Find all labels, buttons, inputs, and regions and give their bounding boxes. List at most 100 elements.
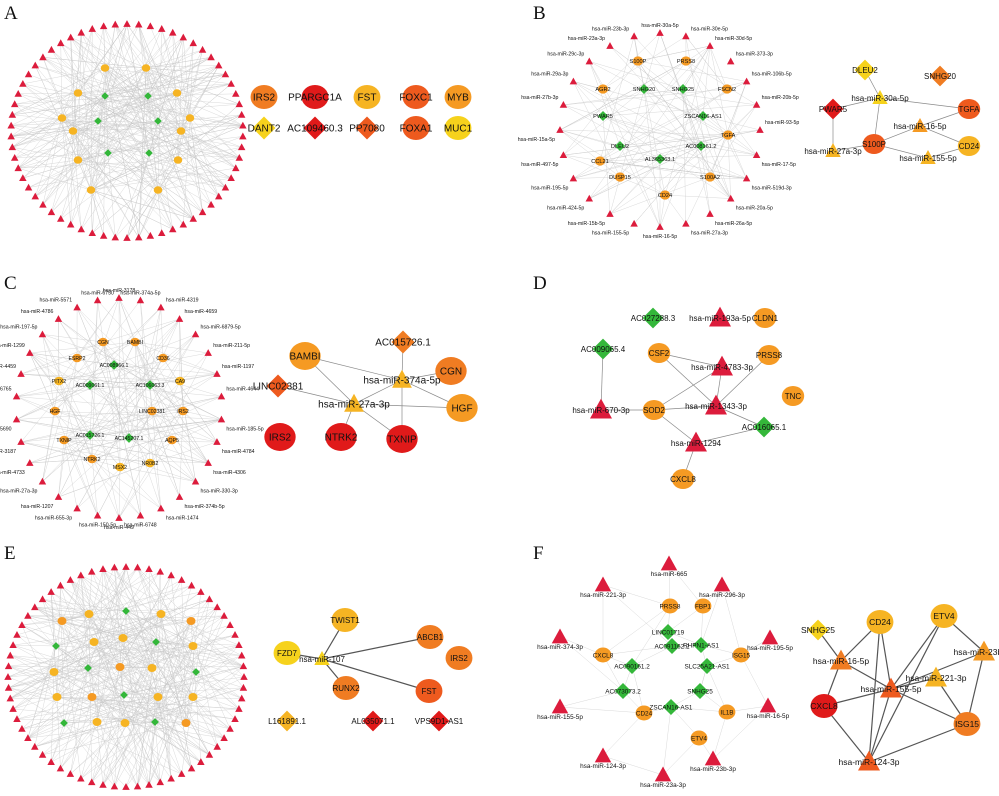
hairline-edge <box>34 645 57 747</box>
hairline-edge <box>145 32 173 69</box>
hairline-edge <box>56 585 61 698</box>
hairline-edge <box>107 114 242 154</box>
node-label-bambi: BAMBI <box>289 352 320 363</box>
hairline-edge <box>56 671 197 698</box>
node-label-ntrk2: NTRK2 <box>83 457 100 463</box>
node-triangle <box>19 174 27 182</box>
hairline-edge <box>637 45 711 62</box>
hairline-edge <box>709 81 747 178</box>
hairline-edge <box>609 134 729 215</box>
hairline-edge <box>563 88 728 106</box>
node-triangle-hsa-mir-1294 <box>685 431 707 452</box>
node-triangle-hsa-mir-30d-5p <box>706 42 714 49</box>
node-circle-esrp2 <box>72 353 82 363</box>
hairline-edge <box>102 341 218 443</box>
hairline-edge <box>104 24 139 69</box>
hairline-edge <box>602 115 611 215</box>
hairline-edge <box>42 117 63 205</box>
hairline-edge <box>11 136 150 154</box>
hairline-edge <box>42 334 91 436</box>
node-circle <box>87 693 97 701</box>
node-triangle <box>189 39 198 47</box>
hairline-edge <box>70 37 179 161</box>
node-label-snhg20: SNHG20 <box>924 72 957 81</box>
hairline-edge <box>63 721 98 724</box>
node-triangle <box>214 61 223 69</box>
hairline-edge <box>602 115 757 156</box>
node-diamond-slc25a21-as1 <box>698 657 716 675</box>
edge-hsa-mir-221-3p-hsa-mir-155-5p <box>890 677 937 690</box>
node-label-hsa-mir-124-3p: hsa-miR-124-3p <box>839 757 900 767</box>
panel-label-d: D <box>533 273 547 294</box>
hairline-edge <box>91 641 157 783</box>
hairline-edge <box>21 410 153 443</box>
hairline-edge <box>10 667 89 699</box>
node-diamond-pp7080 <box>355 116 379 140</box>
hairline-edge <box>609 45 702 147</box>
hairline-edge <box>42 57 92 191</box>
node-triangle <box>47 45 56 53</box>
node-triangle <box>122 563 130 570</box>
node-circle <box>73 156 83 164</box>
hairline-edge <box>124 625 231 724</box>
node-label-runx2: RUNX2 <box>332 684 360 693</box>
hairline-edge <box>42 357 78 482</box>
node-triangle <box>187 581 196 589</box>
hairline-edge <box>42 57 74 132</box>
hairline-edge <box>177 49 203 161</box>
hairline-edge <box>643 88 731 199</box>
hairline-edge <box>27 615 157 643</box>
node-label-hsa-mir-197-5p: hsa-miR-197-5p <box>0 324 37 330</box>
hairline-edge <box>192 696 218 747</box>
hairline-edge <box>589 61 604 90</box>
node-triangle-hsa-mir-519d-3p <box>742 174 751 182</box>
hairline-edge <box>35 65 149 97</box>
edge-hsa-mir-16-5p-hsa-mir-23b-3p <box>712 705 769 760</box>
node-circle-fscn2 <box>721 84 733 94</box>
hairline-edge <box>8 613 162 688</box>
node-label-hsa-mir-27a-3p: hsa-miR-27a-3p <box>804 147 862 156</box>
hairline-edge <box>21 410 184 443</box>
hairline-edge <box>34 722 65 747</box>
node-circle <box>156 610 166 618</box>
hairline-edge <box>61 83 232 119</box>
node-triangle <box>123 234 131 241</box>
hairline-edge <box>34 607 90 615</box>
hairline-edge <box>56 567 138 698</box>
edge-zscan16-as1-hsa-mir-23a-3p <box>662 706 672 776</box>
hairline-edge <box>118 466 121 519</box>
node-label-l161891-1: L161891.1 <box>268 717 306 726</box>
node-diamond-ac090161-2 <box>623 657 641 675</box>
node-triangle <box>205 595 214 603</box>
hairline-edge <box>573 81 604 117</box>
hairline-edge <box>27 696 159 739</box>
node-triangle-hsa-mir-3187 <box>17 438 25 445</box>
hairline-edge <box>16 696 159 720</box>
hairline-edge <box>14 104 99 122</box>
hairline-edge <box>54 300 141 412</box>
edge-prss8-cxcl8 <box>602 605 671 656</box>
hairline-edge <box>97 24 139 122</box>
hairline-edge <box>104 57 212 97</box>
node-label-twist1: TWIST1 <box>330 616 360 625</box>
hairline-edge <box>50 722 65 763</box>
node-label-hsa-mir-449: hsa-miR-449 <box>104 525 134 531</box>
hairline-edge <box>147 57 212 97</box>
hairline-edge <box>104 65 219 69</box>
node-circle <box>100 64 110 72</box>
hairline-edge <box>60 152 150 219</box>
node-circle-cd24 <box>659 190 671 200</box>
node-label-hsa-mir-3187: hsa-miR-3187 <box>0 449 16 455</box>
hairline-edge <box>609 45 704 117</box>
hairline-edge <box>10 671 55 699</box>
hairline-edge <box>125 607 218 612</box>
node-triangle-hsa-mir-15a-5p <box>556 126 564 133</box>
hairline-edge <box>92 159 179 234</box>
node-diamond-ac008161-2 <box>695 140 707 152</box>
hairline-edge <box>102 569 125 696</box>
node-circle-irs2 <box>264 423 296 451</box>
hairline-edge <box>195 671 240 710</box>
node-label-ac008966-1: AC008966.1 <box>100 363 129 369</box>
node-label-tnc: TNC <box>785 392 802 401</box>
node-triangle <box>39 53 47 61</box>
